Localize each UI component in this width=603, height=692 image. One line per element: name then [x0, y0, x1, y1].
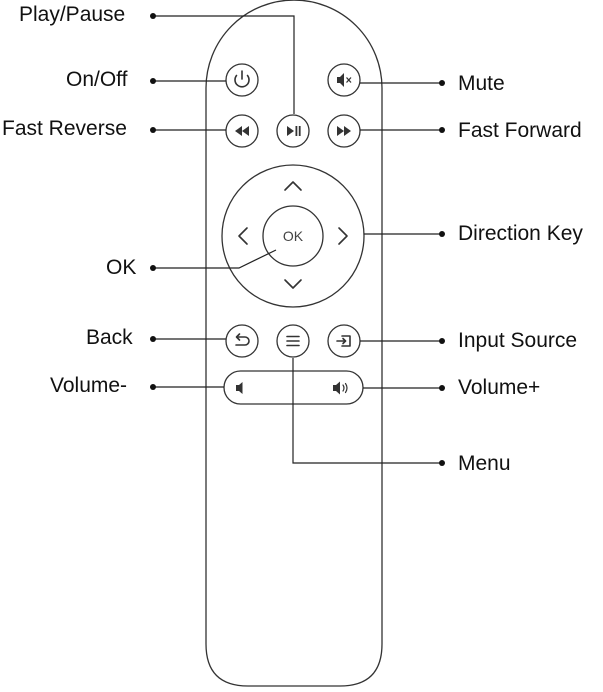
dot-on-off — [150, 78, 156, 84]
label-volume-minus: Volume- — [50, 374, 128, 397]
menu-button[interactable] — [276, 324, 310, 358]
remote-body — [205, 0, 383, 687]
back-arrow-icon — [235, 333, 250, 346]
back-button[interactable] — [225, 324, 259, 358]
volume-up-waves — [342, 382, 348, 394]
chevron-down-icon — [284, 279, 302, 289]
leader-ok — [153, 249, 277, 269]
dot-volume-minus — [150, 384, 156, 390]
fast-forward-button[interactable] — [327, 114, 361, 148]
label-fast-forward: Fast Forward — [458, 119, 582, 142]
input-source-icon — [336, 335, 351, 347]
ok-button-text: OK — [283, 228, 304, 244]
volume-down-icon — [236, 382, 243, 394]
dot-fast-forward — [439, 127, 445, 133]
label-fast-reverse: Fast Reverse — [2, 117, 127, 140]
label-ok: OK — [106, 256, 137, 279]
dot-mute — [439, 80, 445, 86]
label-back: Back — [86, 326, 133, 349]
label-input-source: Input Source — [458, 329, 578, 352]
label-menu: Menu — [458, 452, 511, 475]
chevron-up-icon — [284, 181, 302, 191]
power-button[interactable] — [225, 63, 259, 97]
fast-reverse-button[interactable] — [225, 114, 259, 148]
label-direction-key: Direction Key — [458, 222, 583, 245]
fast-forward-icon — [337, 126, 351, 136]
label-on-off: On/Off — [66, 68, 128, 91]
volume-up-icon — [333, 381, 340, 395]
dot-play-pause — [150, 13, 156, 19]
leader-menu — [292, 358, 442, 464]
dot-menu — [439, 460, 445, 466]
dot-fast-reverse — [150, 127, 156, 133]
leader-play-pause — [153, 15, 295, 114]
dot-volume-plus — [439, 385, 445, 391]
fast-reverse-icon — [235, 126, 249, 136]
dot-back — [150, 336, 156, 342]
mute-button[interactable] — [327, 63, 361, 97]
label-volume-plus: Volume+ — [458, 376, 541, 399]
menu-icon — [286, 335, 300, 347]
play-pause-button[interactable] — [276, 114, 310, 148]
play-pause-icon — [287, 126, 301, 136]
dot-ok — [150, 265, 156, 271]
ok-button[interactable] — [262, 205, 324, 267]
dot-input-source — [439, 338, 445, 344]
label-mute: Mute — [458, 72, 505, 95]
mute-speaker-icon — [337, 73, 352, 87]
chevron-left-icon — [238, 227, 248, 245]
chevron-right-icon — [338, 227, 348, 245]
power-icon — [234, 70, 250, 88]
label-play-pause: Play/Pause — [19, 3, 126, 26]
dot-direction-key — [439, 231, 445, 237]
direction-key-ring[interactable] — [221, 164, 365, 308]
